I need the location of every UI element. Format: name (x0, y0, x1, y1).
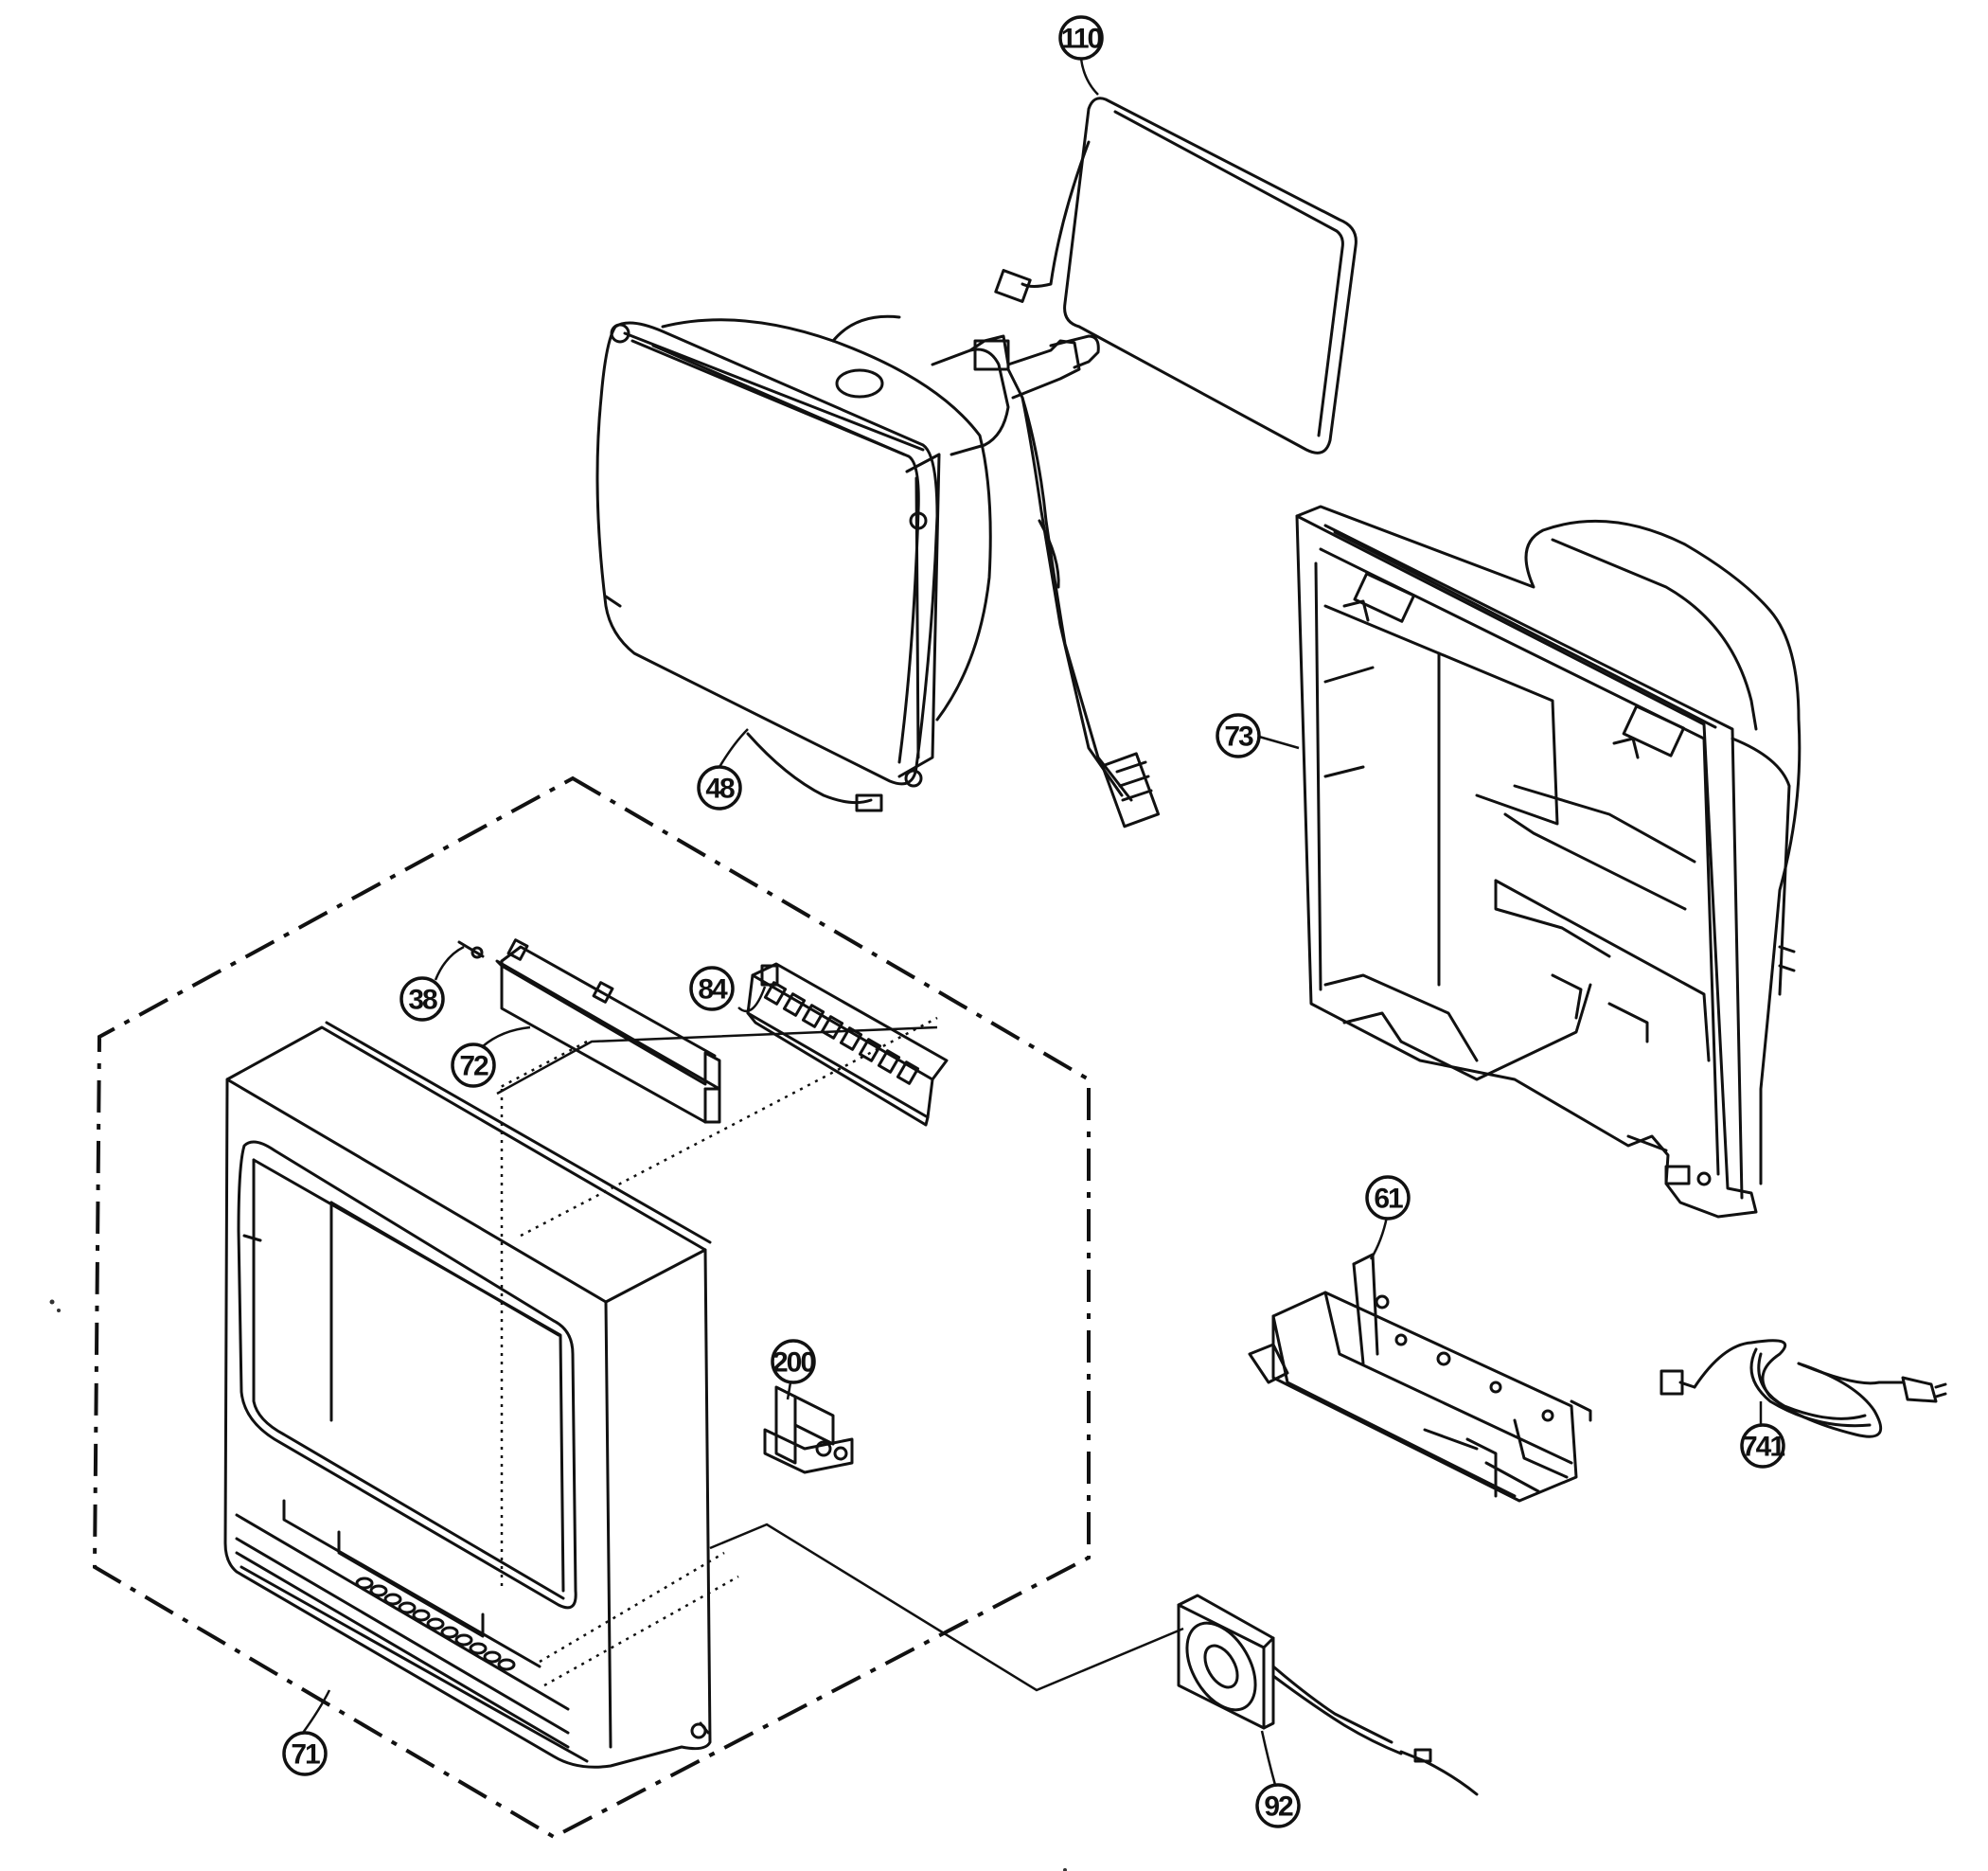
front-cabinet (223, 1021, 712, 1769)
callout-84: 84 (689, 966, 735, 1011)
callout-38: 38 (399, 976, 445, 1022)
back-cabinet (1295, 505, 1802, 1219)
callout-92-label: 92 (1264, 1791, 1293, 1823)
front-assembly-boundary (92, 775, 1091, 1840)
degaussing-coil (994, 97, 1358, 454)
callout-61: 61 (1365, 1175, 1411, 1221)
callout-71: 71 (282, 1731, 328, 1776)
callout-72-label: 72 (459, 1051, 488, 1082)
crt-picture-tube (595, 314, 1161, 829)
alignment-dotted-lines (496, 1016, 938, 1687)
callout-72: 72 (451, 1042, 496, 1088)
callout-741-label: 741 (1742, 1432, 1784, 1463)
callout-73: 73 (1216, 713, 1261, 758)
callout-200: 200 (771, 1339, 817, 1384)
callout-84-label: 84 (698, 974, 728, 1006)
front-door-panel (495, 938, 721, 1124)
callout-92: 92 (1255, 1783, 1301, 1828)
door-screw (457, 940, 485, 959)
ac-power-cord (1660, 1339, 1947, 1438)
speaker (1177, 1594, 1479, 1796)
callout-61-label: 61 (1374, 1184, 1403, 1215)
callout-110-label: 110 (1061, 24, 1103, 55)
control-button-strip (746, 962, 949, 1127)
callout-200-label: 200 (772, 1347, 815, 1379)
callout-110: 110 (1058, 15, 1105, 61)
callout-73-label: 73 (1224, 722, 1253, 753)
callout-48-label: 48 (705, 774, 735, 805)
power-switch-bracket (763, 1385, 854, 1474)
leader-lines (301, 58, 1763, 1786)
chassis-bracket (1248, 1253, 1592, 1503)
callout-48: 48 (697, 765, 742, 811)
callout-38-label: 38 (408, 985, 437, 1016)
scan-specks (49, 1299, 1067, 1871)
callout-71-label: 71 (291, 1739, 320, 1771)
callout-741: 741 (1740, 1423, 1786, 1469)
